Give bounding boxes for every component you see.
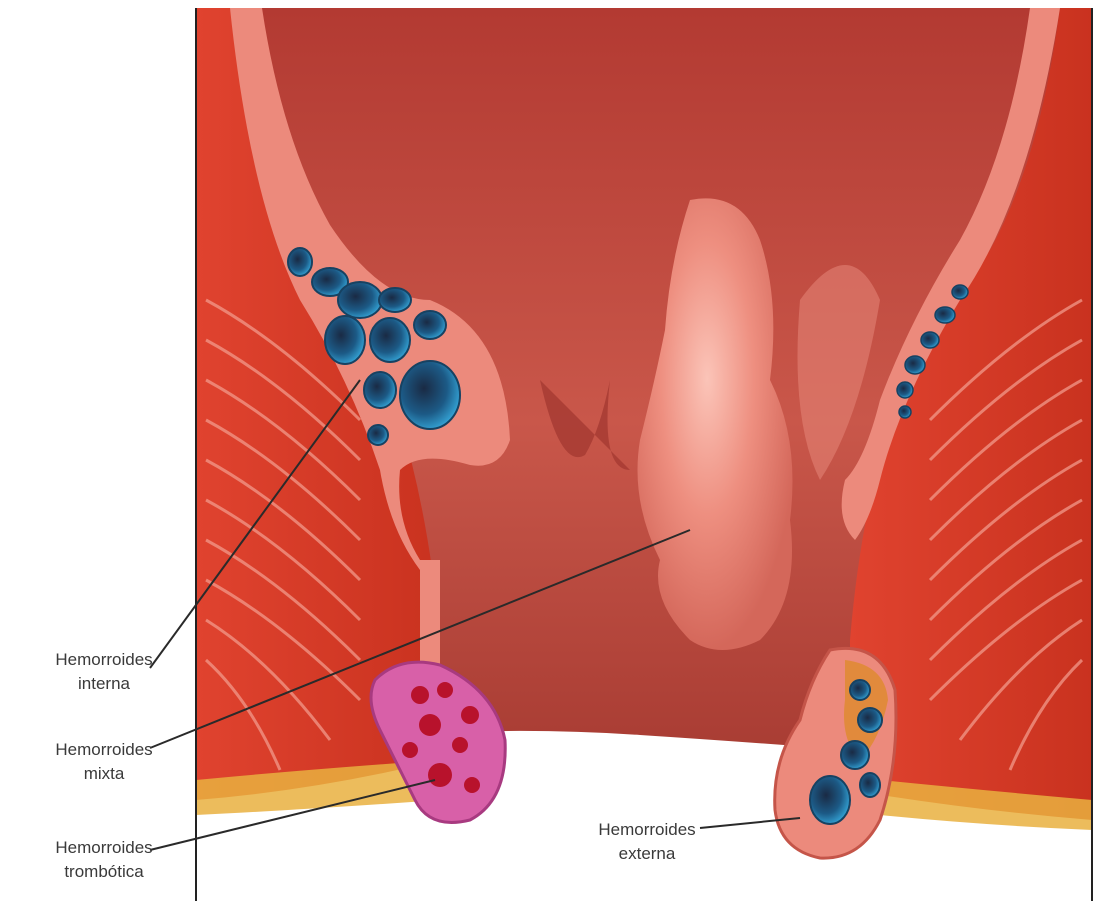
label-trombotica-line1: Hemorroides [44,836,164,860]
label-hemorroides-interna: Hemorroides interna [44,648,164,696]
label-mixta-line2: mixta [44,762,164,786]
label-hemorroides-mixta: Hemorroides mixta [44,738,164,786]
label-hemorroides-externa: Hemorroides externa [588,818,706,866]
label-externa-line1: Hemorroides [588,818,706,842]
label-trombotica-line2: trombótica [44,860,164,884]
label-mixta-line1: Hemorroides [44,738,164,762]
label-hemorroides-trombotica: Hemorroides trombótica [44,836,164,884]
label-interna-line2: interna [44,672,164,696]
label-externa-line2: externa [588,842,706,866]
label-interna-line1: Hemorroides [44,648,164,672]
